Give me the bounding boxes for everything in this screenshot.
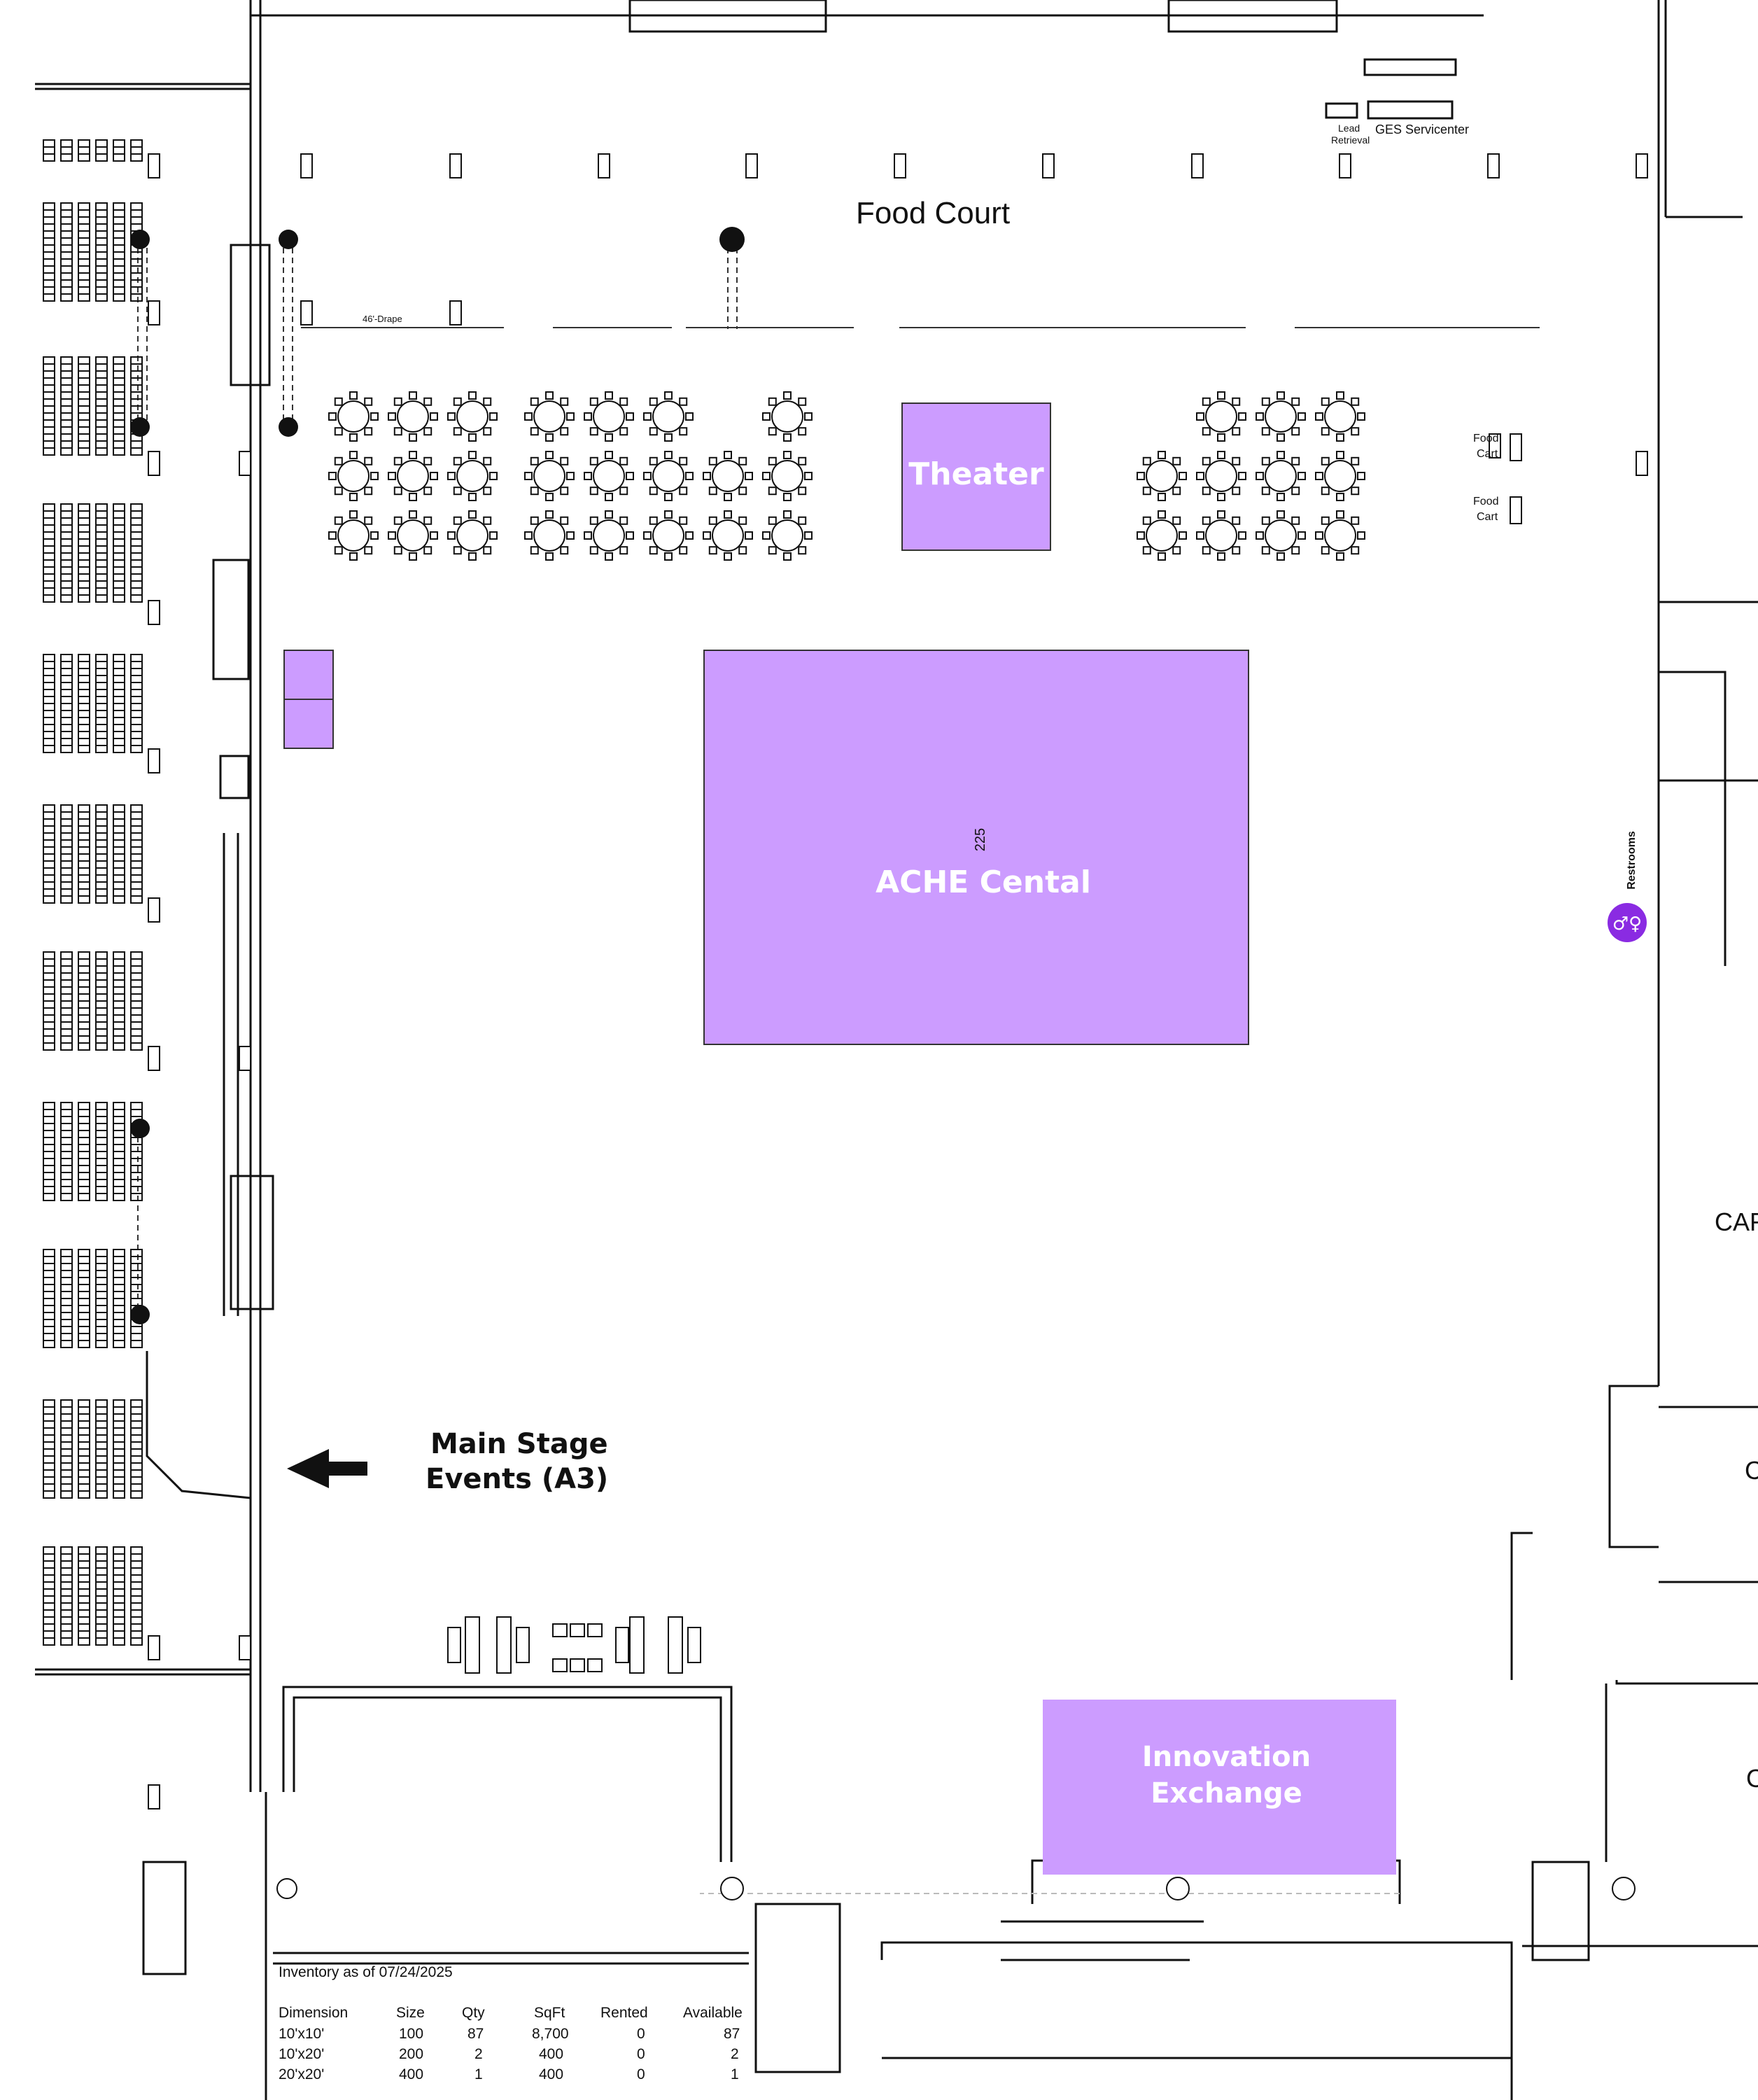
round-table — [524, 451, 575, 501]
restrooms-label: Restrooms — [1625, 831, 1638, 890]
round-table — [703, 510, 753, 561]
round-table — [388, 451, 438, 501]
inventory-cell: 400 — [539, 2066, 564, 2082]
round-table — [643, 451, 694, 501]
main-stage-line2: Events (A3) — [426, 1463, 609, 1495]
inventory-cell: 400 — [539, 2046, 564, 2062]
exhibit-booth-row — [130, 139, 143, 162]
area-ges-servicenter: GES Servicenter — [1375, 122, 1470, 136]
booth-innovation-exchange-label-2: Exchange — [1151, 1777, 1302, 1809]
booth-small-lower[interactable] — [283, 699, 334, 749]
booth-small-upper[interactable] — [283, 650, 334, 700]
partial-cafe-label: CAF — [1715, 1208, 1758, 1236]
restroom-icon: ♂♀ — [1608, 903, 1647, 942]
inventory-cell: 10'x20' — [279, 2046, 325, 2062]
inventory-cell: 1 — [731, 2066, 739, 2082]
booth-ache-central-number: 225 — [973, 827, 989, 852]
inventory-cell: 2 — [731, 2046, 739, 2062]
booth-ache-central[interactable] — [703, 650, 1249, 1045]
inventory-cell: 20'x20' — [279, 2066, 325, 2082]
round-table — [1196, 391, 1246, 442]
booth-innovation-exchange[interactable] — [1043, 1700, 1396, 1875]
inventory-cell: 87 — [467, 2026, 484, 2042]
round-table — [1137, 451, 1187, 501]
round-table — [1315, 510, 1365, 561]
round-table — [447, 391, 498, 442]
inventory-header-cell: Rented — [600, 2005, 648, 2021]
round-table — [1256, 451, 1306, 501]
round-table — [703, 451, 753, 501]
inventory-header-cell: Size — [396, 2005, 425, 2021]
food-cart-2-line2: Cart — [1477, 511, 1498, 523]
inventory-header-cell: Dimension — [279, 2005, 349, 2021]
exhibit-booth-row — [95, 139, 108, 162]
round-table — [524, 391, 575, 442]
round-table — [1137, 510, 1187, 561]
area-lead-retrieval-1: Lead — [1338, 122, 1360, 134]
inventory-cell: 200 — [399, 2046, 424, 2062]
inventory-cell: 0 — [637, 2066, 645, 2082]
round-table — [447, 510, 498, 561]
round-table — [762, 391, 813, 442]
inventory-cell: 0 — [637, 2046, 645, 2062]
inventory-cell: 2 — [474, 2046, 483, 2062]
inventory-cell: 400 — [399, 2066, 424, 2082]
round-table — [328, 391, 379, 442]
round-table — [328, 510, 379, 561]
round-table — [584, 510, 634, 561]
booth-theater-label: Theater — [908, 456, 1044, 492]
inventory-caption: Inventory as of 07/24/2025 — [279, 1964, 453, 1980]
round-table — [524, 510, 575, 561]
exhibit-booth-row — [78, 139, 90, 162]
round-table — [388, 510, 438, 561]
round-table — [643, 391, 694, 442]
round-table — [1196, 451, 1246, 501]
booth-innovation-exchange-label-1: Innovation — [1141, 1741, 1312, 1773]
food-cart-2-line1: Food — [1473, 496, 1499, 507]
round-table — [1315, 451, 1365, 501]
round-table — [447, 451, 498, 501]
main-stage-line1: Main Stage — [430, 1428, 608, 1460]
inventory-cell: 100 — [399, 2026, 424, 2042]
partial-c-label-2: C — [1746, 1764, 1758, 1793]
inventory-header-cell: Qty — [462, 2005, 485, 2021]
round-table — [584, 391, 634, 442]
round-table — [388, 391, 438, 442]
food-cart-1-line2: Cart — [1477, 448, 1498, 460]
inventory-header-cell: SqFt — [534, 2005, 565, 2021]
round-table — [328, 451, 379, 501]
round-table — [1256, 510, 1306, 561]
drape-note: 46'-Drape — [363, 314, 402, 324]
inventory-cell: 0 — [637, 2026, 645, 2042]
round-table — [1196, 510, 1246, 561]
inventory-cell: 1 — [474, 2066, 483, 2082]
exhibit-booth-row — [60, 139, 73, 162]
exhibit-booth-row — [43, 139, 55, 162]
round-table — [1315, 391, 1365, 442]
area-lead-retrieval-2: Retrieval — [1331, 134, 1370, 146]
round-table — [762, 510, 813, 561]
inventory-cell: 10'x10' — [279, 2026, 325, 2042]
round-table — [584, 451, 634, 501]
booth-ache-central-label: ACHE Cental — [876, 864, 1091, 900]
area-food-court: Food Court — [856, 196, 1011, 230]
round-table — [762, 451, 813, 501]
round-table — [1256, 391, 1306, 442]
exhibit-booth-row — [113, 139, 125, 162]
booth-theater[interactable] — [901, 402, 1051, 551]
round-table — [643, 510, 694, 561]
partial-c-label-1: C — [1745, 1456, 1758, 1485]
inventory-header-cell: Available — [683, 2005, 743, 2021]
inventory-cell: 8,700 — [532, 2026, 569, 2042]
svg-text:♂♀: ♂♀ — [1612, 913, 1642, 934]
food-cart-1-line1: Food — [1473, 433, 1499, 444]
arrow-left-icon — [287, 1449, 367, 1488]
inventory-cell: 87 — [724, 2026, 740, 2042]
